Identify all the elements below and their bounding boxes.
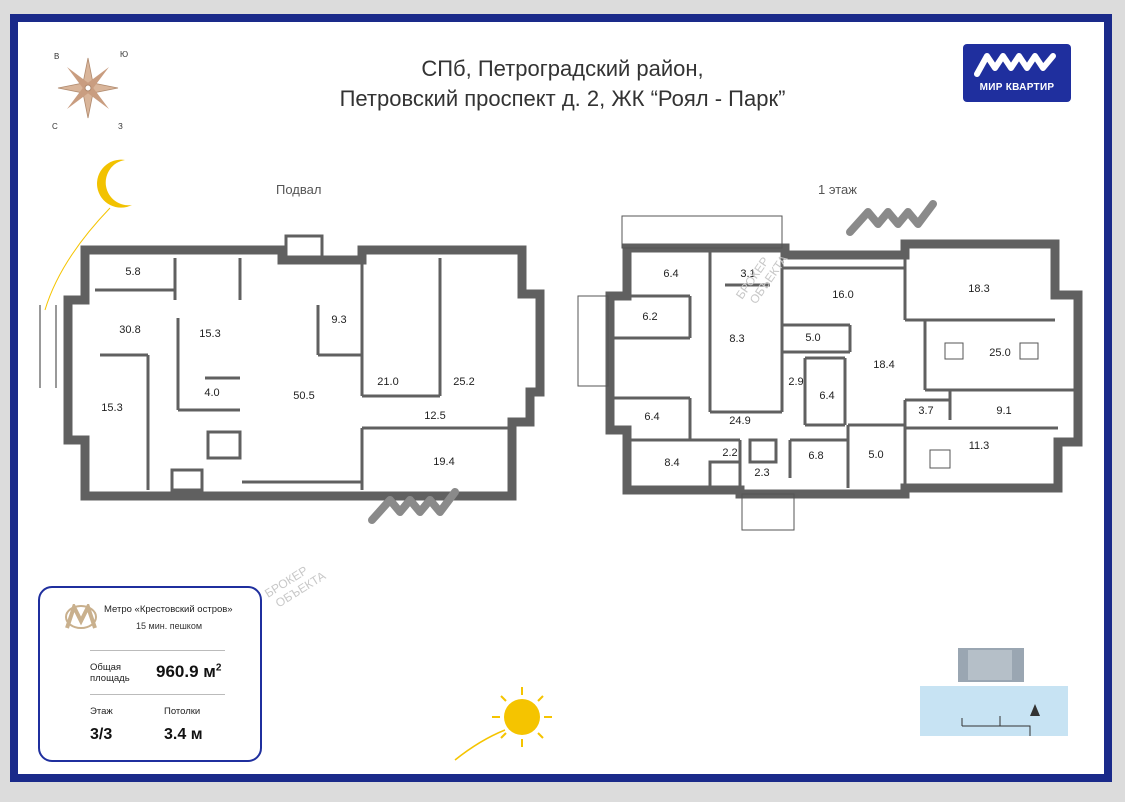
total-area-value: 960.9 м — [156, 662, 216, 681]
room-area-label: 9.3 — [331, 314, 346, 326]
divider — [90, 694, 225, 695]
room-area-label: 5.0 — [805, 332, 820, 344]
first-floor-title: 1 этаж — [818, 182, 857, 197]
metro-walk-time: 15 мин. пешком — [136, 621, 203, 631]
moon-icon — [97, 159, 132, 208]
brand-name: МИР КВАРТИР — [979, 82, 1055, 93]
compass-label-sw: С — [52, 122, 58, 131]
room-area-label: 6.8 — [808, 450, 823, 462]
room-area-label: 6.4 — [663, 268, 678, 280]
room-area-label: 8.4 — [664, 457, 679, 469]
first-floor-plan — [577, 215, 1083, 531]
compass-label-se: З — [118, 122, 123, 131]
area-caption: Общая площадь — [90, 662, 150, 684]
room-area-label: 30.8 — [119, 324, 140, 336]
room-area-label: 6.4 — [644, 411, 659, 423]
room-area-label: 5.0 — [868, 449, 883, 461]
watermark-logo-icon — [846, 200, 937, 236]
metro-icon — [65, 604, 97, 629]
brand-logo[interactable]: МИР КВАРТИР — [963, 44, 1071, 102]
compass-rose-icon — [57, 57, 119, 119]
area-caption-line1: Общая — [90, 662, 122, 673]
room-area-label: 8.3 — [729, 333, 744, 345]
area-caption-line2: площадь — [90, 673, 130, 684]
sun-icon — [492, 687, 552, 747]
basement-plan — [39, 234, 545, 501]
room-area-label: 24.9 — [729, 415, 750, 427]
total-area: 960.9 м2 — [156, 662, 221, 682]
room-area-label: 5.8 — [125, 266, 140, 278]
room-area-label: 25.0 — [989, 347, 1010, 359]
room-area-label: 6.4 — [819, 390, 834, 402]
room-area-label: 6.2 — [642, 311, 657, 323]
ceiling-value: 3.4 м — [164, 726, 203, 743]
room-area-label: 3.1 — [740, 268, 755, 280]
location-map-icon — [920, 648, 1068, 736]
room-area-label: 50.5 — [293, 390, 314, 402]
room-area-label: 19.4 — [433, 456, 454, 468]
room-area-label: 2.9 — [788, 376, 803, 388]
metro-station: Метро «Крестовский остров» — [104, 604, 233, 615]
basement-room-labels: 5.8 30.8 15.3 4.0 15.3 50.5 9.3 21.0 25.… — [101, 266, 474, 468]
sun-arc-line — [454, 729, 506, 761]
watermark-logo-icon — [368, 488, 459, 524]
compass-label-ne: Ю — [120, 50, 129, 59]
basement-title: Подвал — [276, 182, 322, 197]
page-title-line1: СПб, Петроградский район, — [421, 56, 704, 81]
room-area-label: 9.1 — [996, 405, 1011, 417]
compass-label-n: В — [54, 52, 60, 61]
floor-value: 3/3 — [90, 726, 113, 743]
divider — [90, 650, 225, 651]
room-area-label: 2.3 — [754, 467, 769, 479]
room-area-label: 18.4 — [873, 359, 894, 371]
property-info-card: Метро «Крестовский остров» 15 мин. пешко… — [38, 586, 262, 762]
room-area-label: 4.0 — [204, 387, 219, 399]
room-area-label: 11.3 — [969, 440, 990, 452]
moon-arc-line — [44, 207, 111, 311]
room-area-label: 25.2 — [453, 376, 474, 388]
room-area-label: 16.0 — [832, 289, 853, 301]
ceiling-caption: Потолки — [164, 706, 201, 717]
area-unit-sup: 2 — [215, 662, 222, 674]
room-area-label: 15.3 — [101, 402, 122, 414]
room-area-label: 21.0 — [377, 376, 398, 388]
page-title-line2: Петровский проспект д. 2, ЖК “Роял - Пар… — [339, 86, 786, 111]
room-area-label: 15.3 — [199, 328, 220, 340]
floor-caption: Этаж — [90, 706, 113, 717]
room-area-label: 3.7 — [918, 405, 933, 417]
room-area-label: 18.3 — [968, 283, 989, 295]
first-floor-room-labels: 6.4 3.1 16.0 18.3 6.2 8.3 5.0 25.0 18.4 … — [642, 268, 1011, 479]
room-area-label: 2.2 — [722, 447, 737, 459]
mk-logo-icon — [974, 53, 1056, 77]
room-area-label: 12.5 — [424, 410, 445, 422]
